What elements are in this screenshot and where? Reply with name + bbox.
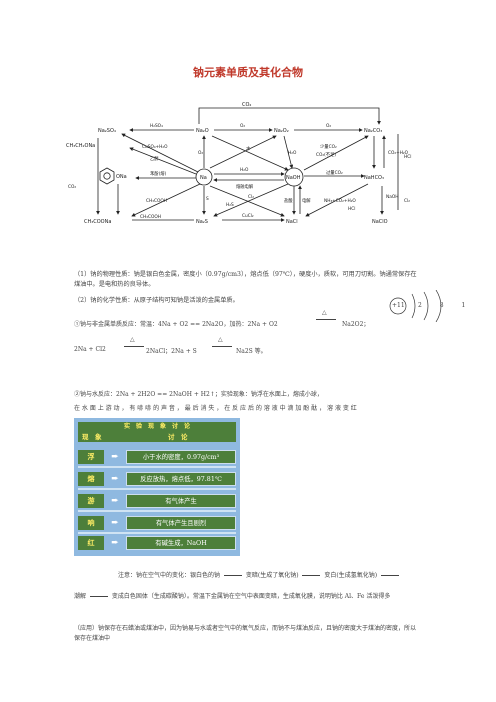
lbl-o2-side: O₂ [198, 150, 203, 156]
page-title: 钠元素单质及其化合物 [193, 66, 303, 79]
arrow-icon [223, 575, 242, 576]
lbl-hcl: HCl [348, 206, 355, 212]
discussion-swim: 有气体产生 [126, 494, 236, 508]
lbl-ethanol: 乙醇 [150, 155, 159, 162]
note-storage: （应用）钠保存在石蜡油或煤油中，因为钠易与水或者空气中的氧气反应，而钠不与煤油反… [74, 625, 417, 642]
header-discussion: 讨 论 [168, 433, 188, 441]
node-co2-top: CO₂ [242, 102, 251, 108]
table-header: 实 验 现 象 讨 论 现 象 讨 论 [78, 422, 236, 442]
node-naclo: NaClO [372, 219, 388, 225]
note-air-change-1: 注意：钠在空气中的变化：银白色的钠 变暗(生成了氧化钠) 变白(生成氢氧化钠) [118, 571, 401, 581]
water-reaction-text: ②钠与水反应：2Na + 2H2O == 2NaOH + H2↑；实验现象：钠浮… [74, 391, 323, 398]
note-white-solid: 变成白色固体（生成碳酸钠）。常温下金属钠在空气中表面变暗，生成氧化膜，说明钠比 … [111, 593, 391, 600]
arrow-icon: ➨ [111, 452, 119, 462]
arrow-icon [302, 575, 321, 576]
lbl-s: S [206, 196, 209, 202]
lbl-h2so4: H₂SO₄ [150, 123, 163, 129]
reaction-cl2: 2Na + Cl2 [74, 346, 106, 353]
discussion-float: 小于水的密度，0.97g/cm³ [126, 450, 236, 464]
reaction-na2s: Na2S 等。 [236, 348, 267, 355]
heat-symbol: △ [218, 336, 223, 343]
row-divider [78, 466, 236, 468]
physical-properties-text: （1）钠的物理性质：钠是银白色金属，密度小（0.97g/cm3），熔点低（97℃… [74, 271, 417, 288]
node-nahco3: NaHCO₃ [364, 175, 384, 181]
lbl-cuso4: CuSO₄+H₂O [142, 144, 168, 150]
lbl-co2-excess: 过量CO₂ [326, 169, 343, 176]
note-darken: 变暗(生成了氧化钠) [245, 572, 299, 579]
row-divider [78, 510, 236, 512]
equals-bar [124, 346, 144, 347]
note-start: 注意：钠在空气中的变化：银白色的钠 [118, 572, 221, 579]
node-ch3coona: CH₃COONa [84, 219, 111, 225]
arrow-icon: ➨ [111, 474, 119, 484]
node-phenoxide: ONa [116, 174, 127, 180]
experiment-table: 实 验 现 象 讨 论 现 象 讨 论 浮 ➨ 小于水的密度，0.97g/cm³… [74, 418, 240, 556]
reaction-s: 2NaCl；2Na + S [146, 348, 197, 355]
heat-symbol: △ [322, 309, 327, 316]
sodium-atom-structure [389, 290, 442, 322]
lbl-cucl2: CuCl₂ [242, 213, 254, 219]
note-deliq-label: 潮解 [74, 593, 87, 600]
chemical-properties-text: （2）钠的化学性质：从原子结构可知钠是活泼的金属单质。 [74, 297, 239, 304]
phenomenon-swim: 游 [78, 494, 104, 508]
phenomenon-sound: 响 [78, 516, 104, 530]
reaction-na2o2: Na2O2； [342, 321, 370, 328]
phenomenon-red: 红 [78, 536, 104, 550]
node-naoh: NaOH [286, 175, 301, 181]
node-na2o2: Na₂O₂ [274, 128, 289, 134]
lbl-co2-side: CO₂ [68, 184, 76, 190]
node-nacl: NaCl [286, 219, 298, 225]
phenomenon-float: 浮 [78, 450, 104, 464]
row-divider [78, 488, 236, 490]
lbl-co2-small: 少量CO₂ [320, 143, 337, 150]
lbl-h2o-a: H₂O [240, 167, 249, 173]
arrow-icon: ➨ [111, 518, 119, 528]
lbl-h2o-b: H₂O [288, 150, 297, 156]
arrow-icon [381, 575, 399, 576]
lbl-salt: 盐酸 [284, 197, 293, 204]
lbl-co2-mid: CO₂(不足) [316, 152, 336, 158]
discussion-melt: 反应放热，熔点低，97.81℃ [126, 472, 236, 486]
note-air-change-2: 注意：钠在空气中的变化：银白色的钠 潮解 变成白色固体（生成碳酸钠）。常温下金属… [74, 592, 420, 602]
lbl-h2o-water: 水 [246, 145, 251, 152]
reaction-nonmetal-line: ①钠与非金属单质反应：常温：4Na + O2 == 2Na2O，加热：2Na +… [74, 321, 278, 328]
node-na2co3: Na₂CO₃ [364, 128, 382, 134]
arrow-icon: ➨ [111, 538, 119, 548]
lbl-hcl-side: HCl [404, 154, 411, 160]
row-divider [78, 532, 236, 534]
node-ch3ch2ona: CH₃CH₂ONa [66, 143, 95, 149]
heat-symbol: △ [130, 336, 135, 343]
lbl-naoh-side: NaOH [386, 194, 398, 200]
atom-nucleus: +11 [392, 302, 405, 309]
lbl-ch3cooh: CH₃COOH [146, 198, 167, 204]
node-na2o: Na₂O [196, 128, 209, 134]
lbl-nh3: NH₃+CO₂+H₂O [324, 198, 356, 204]
table-caption: 实 验 现 象 讨 论 [123, 423, 190, 430]
lbl-h2s: H₂S [226, 202, 234, 208]
atom-shells: 2 8 1 [418, 302, 474, 309]
node-na2so4: Na₂SO₄ [98, 128, 116, 134]
header-phenomenon: 现 象 [82, 433, 102, 441]
lbl-elec: 电解 [302, 197, 311, 204]
note-whiten: 变白(生成氢氧化钠) [324, 572, 378, 579]
lbl-phenol: 苯酚(熔) [150, 170, 167, 177]
node-na: Na [200, 175, 207, 181]
arrow-icon [89, 596, 108, 597]
lbl-ch3cook: CH₃COOH [140, 214, 161, 220]
equals-bar [316, 319, 336, 320]
discussion-red: 有碱生成，NaOH [126, 536, 236, 550]
sodium-compound-diagram: CO₂ Na₂SO₄ Na₂O Na₂O₂ Na₂CO₃ CH₃CH₂ONa O… [66, 102, 411, 225]
lbl-melt-elec: 熔融电解 [236, 183, 254, 190]
lbl-o2-a: O₂ [240, 123, 245, 129]
discussion-sound: 有气体产生且剧烈 [126, 516, 236, 530]
phenomenon-melt: 熔 [78, 472, 104, 486]
water-reaction-continued: 在 水 面 上 游 动 ， 有 哧 哧 的 声 音 ， 最 后 消 失 ， 在 … [74, 405, 357, 412]
lbl-cl2-right: Cl₂ [404, 198, 410, 204]
lbl-cl2: Cl₂ [248, 194, 254, 200]
lbl-co2h2o: CO₂+H₂O [388, 150, 409, 156]
lbl-o2-b: O₂ [326, 123, 331, 129]
arrow-icon: ➨ [111, 496, 119, 506]
equals-bar [212, 346, 232, 347]
node-na2s: Na₂S [196, 219, 208, 225]
